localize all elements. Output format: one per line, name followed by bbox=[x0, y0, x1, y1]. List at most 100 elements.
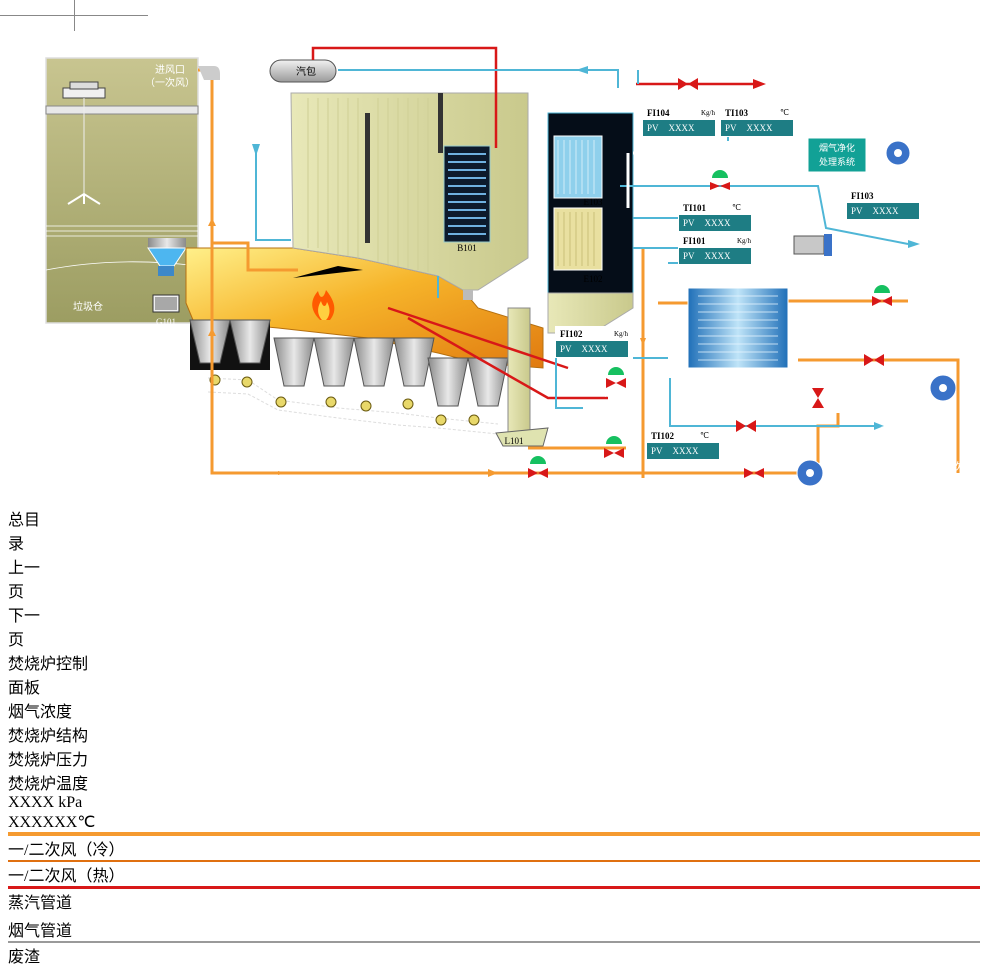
legend-item-flue-gas: 烟气管道 bbox=[8, 913, 980, 941]
legend-label: 蒸汽管道 bbox=[8, 895, 73, 912]
steam-out-label: 蒸汽 bbox=[778, 78, 798, 91]
diagram-canvas: 垃圾仓 G101 bbox=[45, 24, 988, 495]
c101-label: C101 bbox=[820, 483, 840, 493]
purify-label-2: 处理系统 bbox=[819, 156, 855, 167]
ti103a-unit: ℃ bbox=[780, 108, 789, 117]
fi101-pv: PV bbox=[683, 251, 695, 261]
valve-va108[interactable]: VA108 bbox=[707, 170, 733, 204]
fi104-pv: PV bbox=[647, 123, 659, 133]
ti101-id: TI101 bbox=[683, 203, 707, 213]
legend-label: 废渣 bbox=[8, 949, 41, 966]
ti103a-pv: PV bbox=[725, 123, 737, 133]
e102-label: E102 bbox=[584, 274, 603, 284]
va106-label: VA106 bbox=[869, 310, 895, 320]
pressure-value: XXXX kPa bbox=[8, 794, 83, 811]
ti101-unit: ℃ bbox=[732, 203, 741, 212]
va103-label: VA103 bbox=[826, 391, 836, 417]
main-menu-button[interactable]: 总目录 bbox=[8, 512, 41, 553]
l101-label: L101 bbox=[505, 436, 524, 446]
va107b-label: VA107 bbox=[733, 434, 759, 444]
next-page-button[interactable]: 下一页 bbox=[8, 608, 41, 649]
page-title: 垃圾焚烧炉系统流程图 bbox=[427, 24, 577, 41]
bunker-label: 垃圾仓 bbox=[73, 300, 103, 313]
legend-item-slag: 废渣 bbox=[8, 941, 980, 967]
va104-label: VA104 bbox=[602, 389, 628, 399]
fi103-value: XXXX bbox=[872, 206, 899, 216]
drum-label: 汽包 bbox=[296, 65, 316, 78]
valve-va103[interactable]: VA103 bbox=[812, 388, 836, 417]
secondary-air-label-1: 二次风 bbox=[943, 460, 973, 473]
valve-va105[interactable]: VA105 bbox=[600, 436, 626, 472]
va108-label: VA108 bbox=[707, 194, 733, 204]
fi103-pv: PV bbox=[851, 206, 863, 216]
fi103-id: FI103 bbox=[851, 191, 874, 201]
fi102-value: XXXX bbox=[581, 344, 608, 354]
ti102-unit: ℃ bbox=[700, 431, 709, 440]
legend-label: 一/二次风（热） bbox=[8, 868, 125, 885]
va102-label: VA102 bbox=[741, 485, 766, 495]
purification-system: 烟气净化 处理系统 bbox=[807, 137, 867, 173]
feed-hopper: G101 bbox=[147, 238, 187, 327]
valve-va107b[interactable]: VA107 bbox=[733, 420, 759, 444]
fi102-id: FI102 bbox=[560, 329, 583, 339]
sncr-label-1: SNCR bbox=[239, 104, 265, 115]
p101-label: P101 bbox=[804, 263, 823, 273]
valve-va107a[interactable]: VA107 bbox=[861, 354, 887, 375]
valve-va101[interactable]: VA101 bbox=[525, 456, 551, 493]
ti103a-value: XXXX bbox=[746, 123, 773, 133]
fan-c101: C101 bbox=[796, 459, 840, 493]
ti101-pv: PV bbox=[683, 218, 695, 228]
prev-page-button[interactable]: 上一页 bbox=[8, 560, 41, 601]
legend: 一/二次风（冷） 一/二次风（热） 蒸汽管道 烟气管道 废渣 bbox=[8, 832, 980, 967]
c103-label: C103 bbox=[888, 172, 908, 182]
instrument-fi104: FI104 Kg/h PV XXXX bbox=[642, 105, 719, 137]
legend-item-steam: 蒸汽管道 bbox=[8, 886, 980, 913]
e101-label: E101 bbox=[729, 393, 748, 403]
valve-va102[interactable]: VA102 bbox=[741, 468, 767, 495]
condensate-label: 冷凝水 bbox=[880, 420, 910, 433]
heat-exchanger-e101: E101 bbox=[684, 287, 792, 403]
furnace-status-table: 焚烧炉压力 焚烧炉温度 XXXX kPa XXXXXX℃ bbox=[0, 0, 980, 832]
ti102-pv: PV bbox=[651, 446, 663, 456]
legend-label: 一/二次风（冷） bbox=[8, 842, 125, 859]
flue-gas-concentration-button[interactable]: 烟气浓度 bbox=[8, 704, 73, 721]
fi102-unit: Kg/h bbox=[614, 330, 628, 338]
temperature-header: 焚烧炉温度 bbox=[8, 776, 89, 793]
fi101-value: XXXX bbox=[704, 251, 731, 261]
deaerated-water-label: 除氧水 bbox=[926, 238, 956, 251]
superheater-b101: B101 bbox=[443, 145, 491, 253]
r101-label: R101 bbox=[338, 419, 358, 429]
fi102-pv: PV bbox=[560, 344, 572, 354]
waste-bunker: 垃圾仓 bbox=[45, 57, 199, 324]
pressure-header: 焚烧炉压力 bbox=[8, 752, 89, 769]
purify-label-1: 烟气净化 bbox=[819, 142, 855, 153]
sncr-label-2: 尿素溶液 bbox=[232, 116, 272, 129]
steam-drum: 汽包 bbox=[269, 59, 337, 83]
valve-va109[interactable]: VA109 bbox=[675, 78, 701, 104]
valve-va104[interactable]: VA104 bbox=[602, 367, 628, 399]
fan-c103: C103 bbox=[885, 140, 911, 182]
ash-conveyor-l101: L101 去灰库 bbox=[495, 307, 613, 447]
control-panel-button[interactable]: 焚烧炉控制面板 bbox=[8, 656, 89, 697]
pump-p101: P101 bbox=[793, 234, 832, 273]
fi104-unit: Kg/h bbox=[701, 109, 715, 117]
legend-item-cold-air: 一/二次风（冷） bbox=[8, 832, 980, 860]
valve-icons[interactable]: VA109 VA108 VA106 VA107 VA103 VA107 VA10… bbox=[525, 78, 895, 495]
flue-pipes bbox=[626, 151, 938, 208]
fi104-id: FI104 bbox=[647, 108, 670, 118]
va101-label: VA101 bbox=[525, 483, 550, 493]
furnace-structure-button[interactable]: 焚烧炉结构 bbox=[8, 728, 89, 745]
legend-item-hot-air: 一/二次风（热） bbox=[8, 860, 980, 886]
e103-label: E103 bbox=[584, 197, 603, 207]
c102-label: C102 bbox=[908, 398, 928, 408]
legend-label: 烟气管道 bbox=[8, 923, 73, 940]
instrument-fi103: FI103 PV XXXX bbox=[846, 188, 923, 220]
economizer-section: E103 E102 bbox=[547, 112, 634, 334]
valve-va106[interactable]: VA106 bbox=[869, 285, 895, 320]
fi104-value: XXXX bbox=[668, 123, 695, 133]
va107a-label: VA107 bbox=[861, 365, 887, 375]
flame-icon bbox=[312, 290, 335, 320]
